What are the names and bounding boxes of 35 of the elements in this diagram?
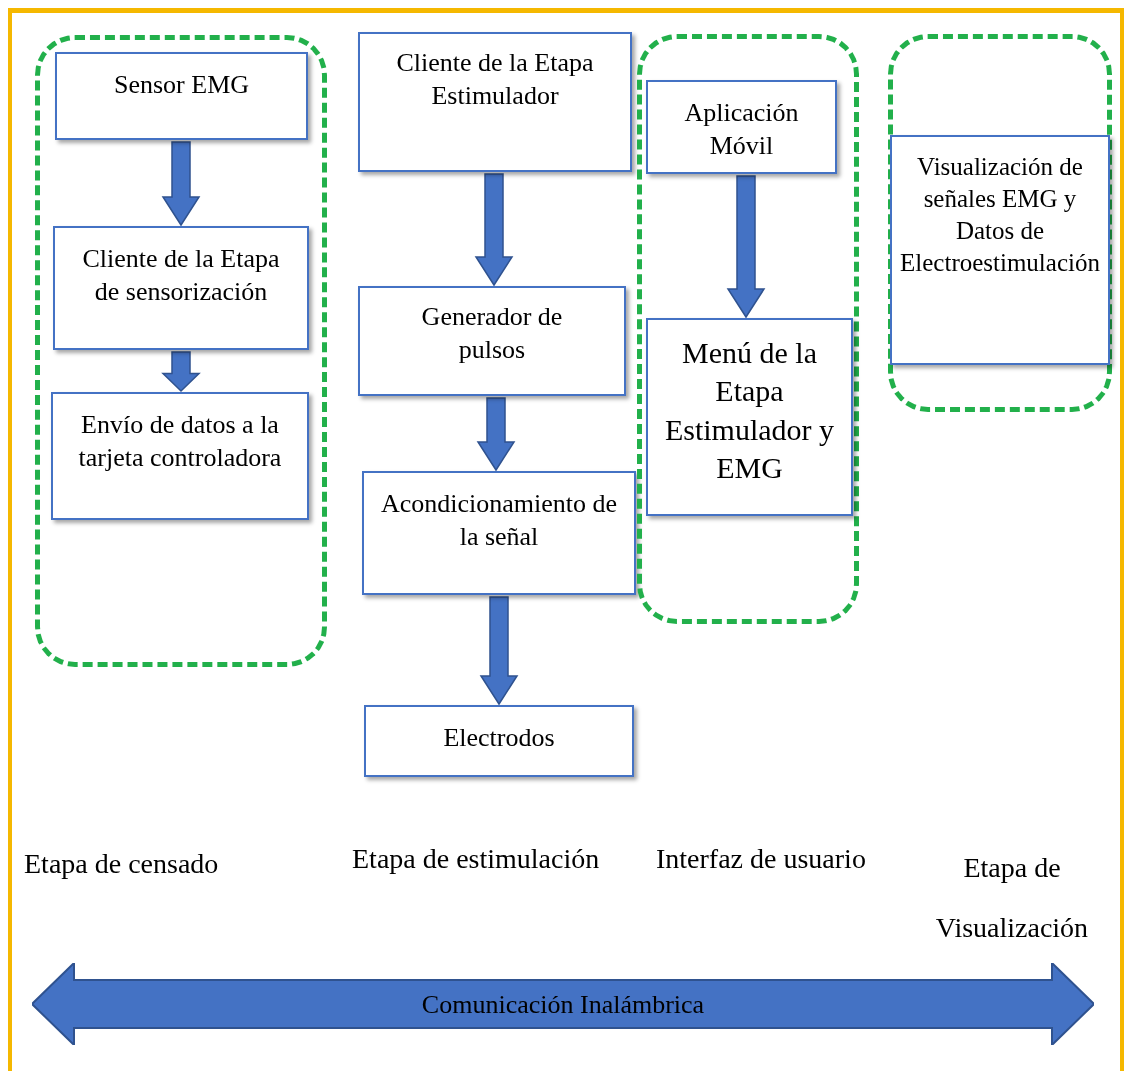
stage-label: Etapa de estimulación [352, 842, 600, 876]
block-arrow [726, 175, 766, 319]
dashed-group-outline [35, 35, 327, 667]
dashed-group-outline [637, 34, 859, 624]
node-text: Generador de pulsos [420, 301, 564, 367]
node-text: Sensor EMG [112, 69, 251, 101]
process-box [358, 32, 632, 172]
node-text: Aplicación Móvil [683, 97, 800, 163]
process-box [646, 80, 837, 174]
stage-label: Interfaz de usuario [656, 842, 866, 876]
block-arrow [476, 397, 516, 472]
dashed-group-outline [888, 34, 1112, 412]
node-text: Menú de la Etapa Estimulador y EMG [663, 335, 836, 487]
process-box [55, 52, 308, 140]
process-box [53, 226, 309, 350]
stage-label: Etapa de Visualización [934, 851, 1090, 945]
process-box [890, 135, 1110, 365]
block-arrow [479, 596, 519, 706]
block-arrow [474, 173, 514, 287]
node-text: Electrodos [442, 722, 556, 754]
process-box [362, 471, 636, 595]
block-arrow [161, 141, 201, 227]
node-text: Cliente de la Etapa de sensorización [81, 243, 281, 309]
process-box [358, 286, 626, 396]
process-box [364, 705, 634, 777]
node-text: Acondicionamiento de la señal [379, 488, 619, 554]
node-text: Cliente de la Etapa Estimulador [395, 47, 595, 113]
double-arrow-band [32, 963, 1094, 1045]
block-arrow [161, 351, 201, 393]
process-box [646, 318, 853, 516]
node-text: Comunicación Inalámbrica [421, 988, 705, 1021]
stage-label: Etapa de censado [24, 847, 219, 881]
node-text: Visualización de señales EMG y Datos de Electroestimulación [899, 152, 1101, 278]
node-text: Envío de datos a la tarjeta controladora [77, 409, 283, 475]
process-box [51, 392, 309, 520]
